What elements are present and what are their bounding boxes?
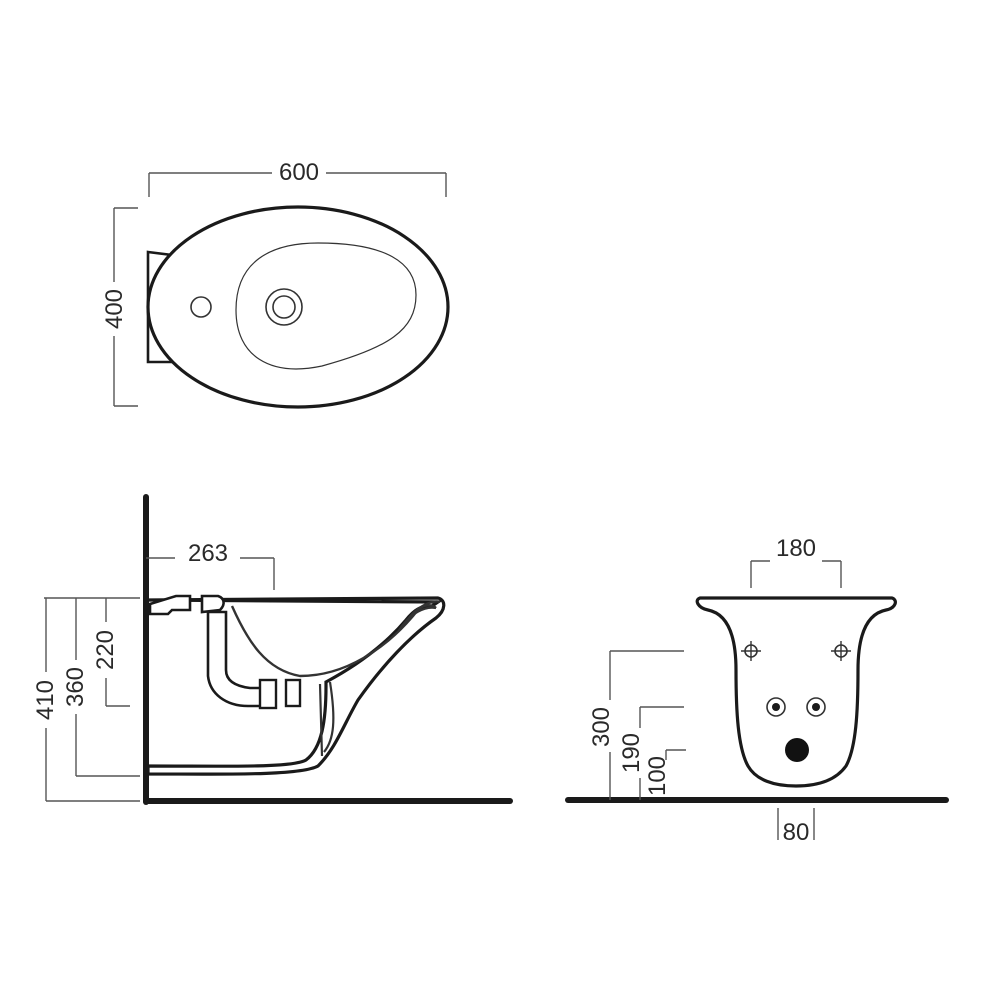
bidet-side-section [146, 594, 446, 776]
waste-width-dimension: 80 [777, 808, 815, 846]
inner-basin-top [235, 242, 417, 370]
front-height-dimensions: 300 190 100 [588, 650, 686, 800]
rear-fixing-lug [148, 594, 192, 616]
fixing-hole-right [831, 641, 851, 661]
waste-width-label: 80 [783, 819, 810, 846]
axis-distance-label: 263 [188, 540, 228, 567]
trap-spigot-2 [284, 678, 302, 708]
axis-distance-dimension: 263 [146, 540, 275, 590]
waste-outlet [785, 738, 809, 762]
waste-height-label: 100 [644, 756, 671, 796]
waste-trap [206, 610, 264, 708]
supply-height-label: 190 [618, 733, 645, 773]
depth-label: 400 [101, 289, 128, 329]
width-label: 600 [279, 159, 319, 186]
tap-hole [190, 296, 212, 318]
fixing-hole-left [741, 641, 761, 661]
front-fixing-lug [200, 594, 225, 614]
fixing-spacing-label: 180 [776, 535, 816, 562]
depth-dimension: 400 [101, 207, 138, 407]
drain-outer-ring [265, 288, 303, 326]
fixing-height-label: 300 [588, 707, 615, 747]
width-dimension: 600 [148, 159, 447, 197]
trap-spigot [258, 678, 278, 710]
height-dimensions: 410 360 220 [32, 597, 140, 802]
fixing-spacing-dimension: 180 [750, 535, 842, 588]
drain-inner-ring [272, 295, 296, 319]
supply-connection-left [766, 697, 786, 717]
side-view: 263 410 360 220 [32, 494, 513, 805]
body-height-label: 360 [62, 667, 89, 707]
rim-lip [397, 600, 441, 633]
bowl-outline-top [146, 205, 450, 409]
bidet-front-outline [695, 596, 897, 788]
front-view: 180 300 190 100 80 [565, 535, 949, 846]
internal-rib [318, 681, 335, 757]
rim-height-label: 410 [32, 680, 59, 720]
top-view: 600 400 [101, 159, 450, 409]
supply-connection-right [806, 697, 826, 717]
inlet-height-label: 220 [92, 630, 119, 670]
